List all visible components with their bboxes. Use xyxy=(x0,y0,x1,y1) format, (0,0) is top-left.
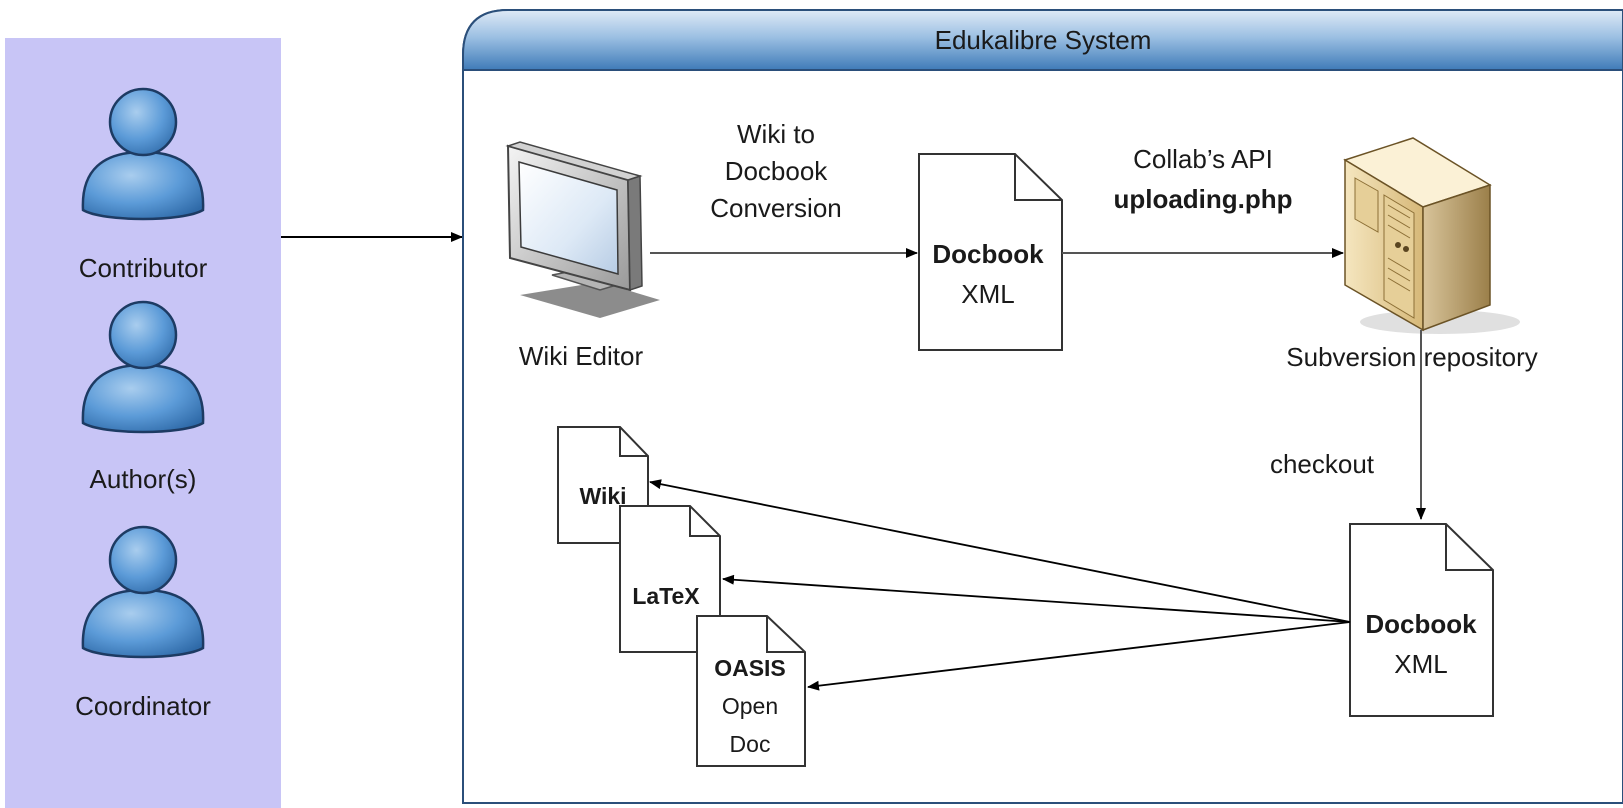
system-header xyxy=(462,9,1623,71)
output-wiki-label: Wiki xyxy=(579,483,626,509)
actor-label-authors: Author(s) xyxy=(90,464,197,494)
system-title: Edukalibre System xyxy=(935,25,1152,55)
actor-label-contributor: Contributor xyxy=(79,253,208,283)
docbook-top-line2: XML xyxy=(961,279,1014,309)
docbook-to-svn-label-line1: Collab’s API xyxy=(1133,144,1273,174)
wiki-editor-label: Wiki Editor xyxy=(519,341,644,371)
docbook-top-line1: Docbook xyxy=(932,239,1044,269)
output-oasis-line2: Open xyxy=(722,693,778,719)
system-container xyxy=(462,9,1623,804)
person-icon xyxy=(81,300,205,434)
person-icon xyxy=(81,525,205,659)
docbook-to-oasis-arrow xyxy=(807,621,1351,691)
actor-label-coordinator: Coordinator xyxy=(75,691,211,721)
server-icon xyxy=(1343,137,1520,334)
document-icon xyxy=(1349,523,1494,717)
docbook-to-latex-arrow xyxy=(722,574,1351,623)
wiki-to-docbook-label-line1: Wiki to xyxy=(737,119,815,149)
document-icon xyxy=(918,153,1063,351)
docbook-bottom-line2: XML xyxy=(1394,649,1447,679)
document-icon xyxy=(696,615,806,767)
svn-label: Subversion repository xyxy=(1286,342,1537,372)
document-icon xyxy=(619,505,721,653)
docbook-to-wiki-arrow xyxy=(649,479,1351,623)
monitor-icon xyxy=(505,141,660,318)
wiki-to-docbook-label-line3: Conversion xyxy=(710,193,842,223)
person-icon xyxy=(81,87,205,221)
wiki-to-docbook-label-line2: Docbook xyxy=(725,156,829,186)
docbook-to-svn-label-line2: uploading.php xyxy=(1113,184,1292,214)
docbook-bottom-line1: Docbook xyxy=(1365,609,1477,639)
output-latex-label: LaTeX xyxy=(632,583,700,609)
checkout-label: checkout xyxy=(1270,449,1375,479)
output-oasis-line3: Doc xyxy=(730,731,771,757)
output-oasis-line1: OASIS xyxy=(714,655,786,681)
